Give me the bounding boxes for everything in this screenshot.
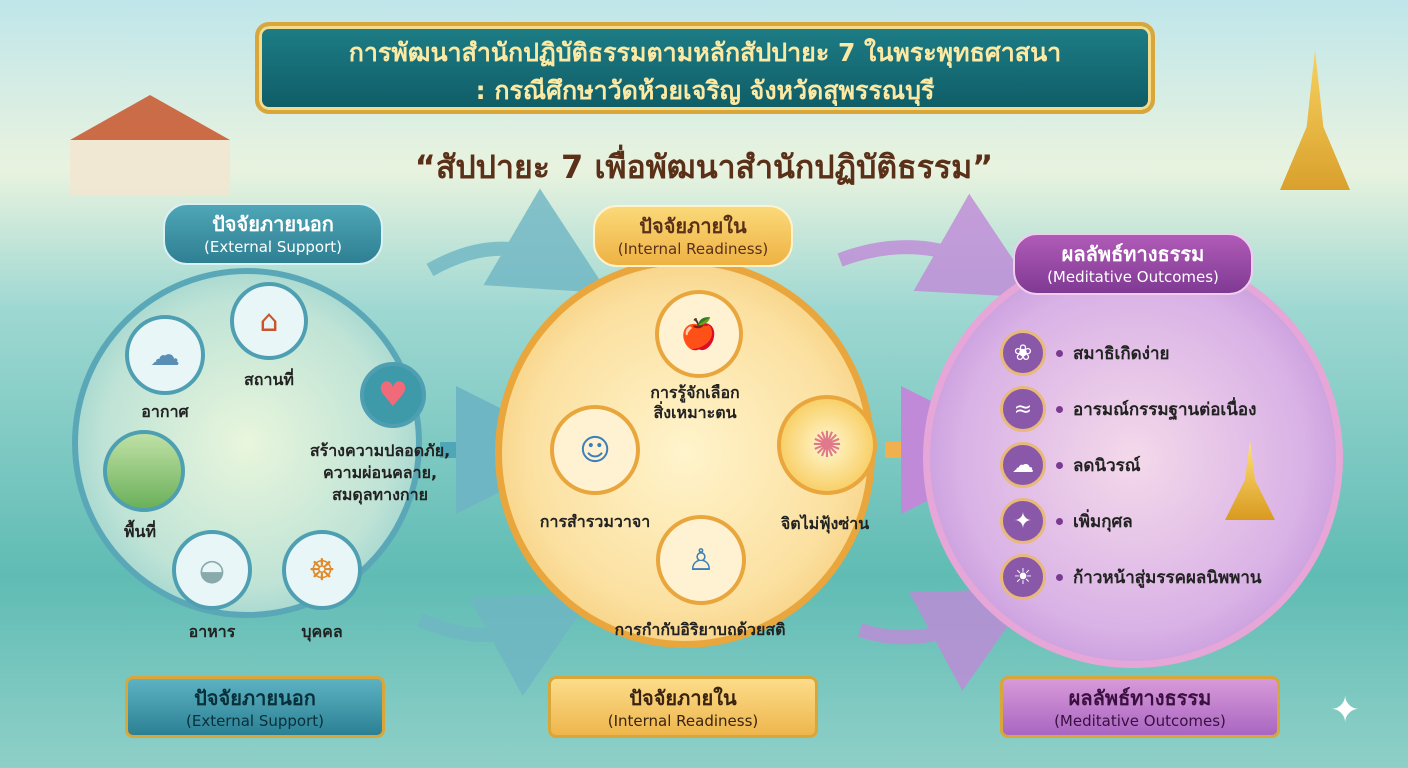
- meditative-outcomes-circle: [923, 248, 1343, 668]
- outcome-label: ลดนิวรณ์: [1073, 455, 1141, 476]
- outcome-label: อารมณ์กรรมฐานต่อเนื่อง: [1073, 399, 1257, 420]
- food-bowl-icon: ◒: [172, 530, 252, 610]
- internal-item-label: การกำกับอิริยาบถด้วยสติ: [614, 620, 786, 639]
- path-light-icon: ☀: [1000, 554, 1046, 600]
- outcome-item: ❀ สมาธิเกิดง่าย: [1000, 330, 1320, 376]
- bottom-banner-internal: ปัจจัยภายใน (Internal Readiness): [548, 676, 818, 738]
- banner-subtitle: (Meditative Outcomes): [1054, 712, 1226, 730]
- internal-result-text: จิตไม่ฟุ้งซ่าน: [780, 514, 870, 533]
- sparkle-icon: ✦: [1330, 690, 1361, 731]
- speech-restraint-icon: ☺: [550, 405, 640, 495]
- internal-subtitle: (Internal Readiness): [617, 240, 769, 258]
- title-line-2: : กรณีศึกษาวัดห้วยเจริญ จังหวัดสุพรรณบุร…: [475, 76, 935, 105]
- banner-title: ปัจจัยภายใน: [629, 686, 737, 710]
- lotus-icon: ❀: [1000, 330, 1046, 376]
- outcome-item: ≈ อารมณ์กรรมฐานต่อเนื่อง: [1000, 386, 1320, 432]
- internal-item-label: การสำรวมวาจา: [539, 512, 651, 531]
- internal-title: ปัจจัยภายใน: [639, 214, 747, 238]
- landscape-icon: [103, 430, 185, 512]
- outcome-label: สมาธิเกิดง่าย: [1073, 343, 1170, 364]
- bottom-banner-external: ปัจจัยภายนอก (External Support): [125, 676, 385, 738]
- banner-title: ผลลัพธ์ทางธรรม: [1068, 686, 1212, 710]
- external-item-label: อาหาร: [188, 622, 236, 641]
- outcome-label: ก้าวหน้าสู่มรรคผลนิพพาน: [1073, 567, 1262, 588]
- banner-subtitle: (External Support): [185, 712, 324, 730]
- outcomes-subtitle: (Meditative Outcomes): [1047, 268, 1219, 286]
- outcome-item: ✦ เพิ่มกุศล: [1000, 498, 1320, 544]
- external-support-header: ปัจจัยภายนอก (External Support): [163, 203, 383, 265]
- external-subtitle: (External Support): [203, 238, 342, 256]
- monks-icon: ☸: [282, 530, 362, 610]
- sparkle-icon: ✦: [1000, 498, 1046, 544]
- outcomes-title: ผลลัพธ์ทางธรรม: [1061, 242, 1205, 266]
- outcome-label: เพิ่มกุศล: [1073, 511, 1133, 532]
- heart-icon: ♥: [360, 362, 426, 428]
- banner-title: ปัจจัยภายนอก: [194, 686, 316, 710]
- wave-icon: ≈: [1000, 386, 1046, 432]
- temple-icon: ⌂: [230, 282, 308, 360]
- outcomes-header: ผลลัพธ์ทางธรรม (Meditative Outcomes): [1013, 233, 1253, 295]
- outcome-item: ☁ ลดนิวรณ์: [1000, 442, 1320, 488]
- external-item-label: สถานที่: [244, 370, 294, 389]
- external-item-label: อากาศ: [141, 402, 189, 421]
- external-item-label: พื้นที่: [123, 522, 157, 541]
- cloud-wind-icon: ☁: [125, 315, 205, 395]
- storm-cloud-icon: ☁: [1000, 442, 1046, 488]
- external-item-label: บุคคล: [301, 622, 343, 641]
- internal-readiness-header: ปัจจัยภายใน (Internal Readiness): [593, 205, 793, 267]
- banner-subtitle: (Internal Readiness): [607, 712, 759, 730]
- brain-icon: ✺: [777, 395, 877, 495]
- title-banner: การพัฒนาสำนักปฏิบัติธรรมตามหลักสัปปายะ 7…: [255, 22, 1155, 114]
- outcome-item: ☀ ก้าวหน้าสู่มรรคผลนิพพาน: [1000, 554, 1320, 600]
- subtitle: “สัปปายะ 7 เพื่อพัฒนาสำนักปฏิบัติธรรม”: [414, 148, 994, 186]
- title-line-1: การพัฒนาสำนักปฏิบัติธรรมตามหลักสัปปายะ 7…: [348, 38, 1062, 67]
- mindful-posture-icon: ♙: [656, 515, 746, 605]
- choosing-fruit-icon: 🍎: [655, 290, 743, 378]
- external-result-text: สร้างความปลอดภัย, ความผ่อนคลาย, สมดุลทาง…: [309, 441, 451, 504]
- bottom-banner-outcomes: ผลลัพธ์ทางธรรม (Meditative Outcomes): [1000, 676, 1280, 738]
- internal-item-label: การรู้จักเลือก สิ่งเหมาะตน: [650, 383, 740, 422]
- external-title: ปัจจัยภายนอก: [212, 212, 334, 236]
